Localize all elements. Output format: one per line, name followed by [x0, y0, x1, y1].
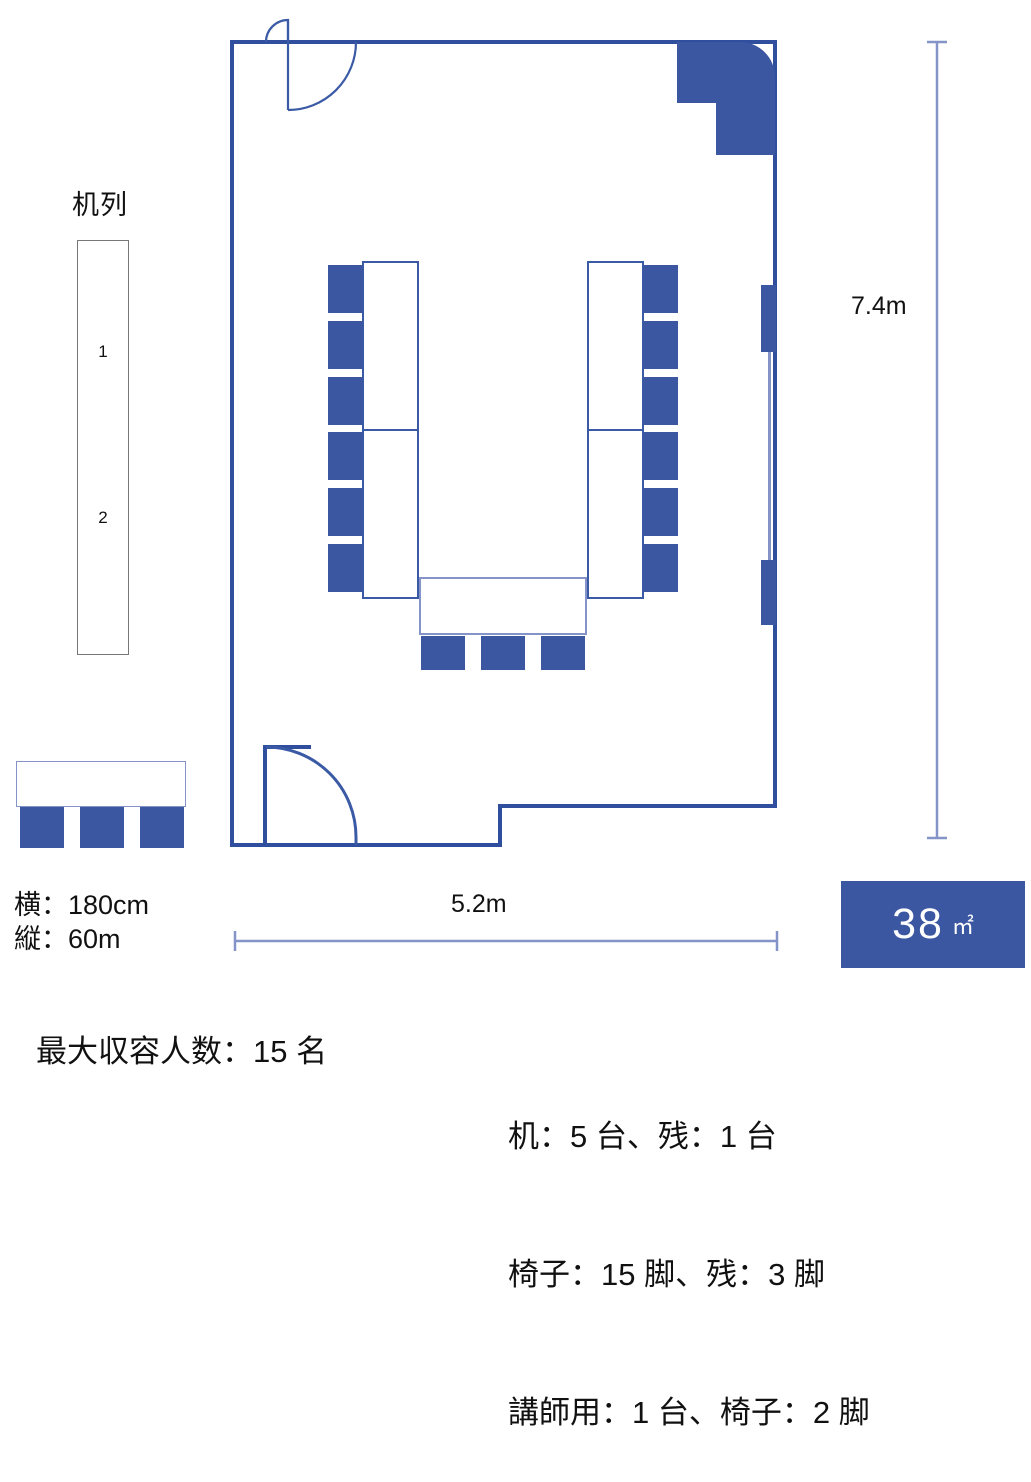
- inventory-line-instructor: 講師用：1 台、椅子：2 脚: [508, 1395, 870, 1430]
- legend-row-label-1: 1: [98, 342, 108, 361]
- top-left-door-icon: [264, 18, 358, 112]
- area-value: 38: [892, 900, 944, 948]
- desk: [587, 261, 644, 431]
- legend-row-label-2: 2: [98, 508, 108, 527]
- chair: [328, 544, 363, 592]
- vertical-dimension-label: 7.4m: [851, 292, 907, 320]
- chair: [643, 265, 678, 313]
- desk-row-legend-box: 1 2: [77, 240, 129, 655]
- floorplan-diagram: [230, 18, 947, 951]
- right-wall-pillar-upper: [761, 285, 776, 352]
- sample-desk-icon: [16, 761, 186, 807]
- area-badge: 38 ㎡: [841, 881, 1025, 968]
- sample-chair-icon: [80, 807, 124, 848]
- desk-width-label: 横：180cm: [14, 890, 150, 920]
- chair: [328, 321, 363, 369]
- chair: [328, 265, 363, 313]
- desk: [362, 261, 419, 431]
- inventory-summary: 机：5 台、残：1 台 椅子：15 脚、残：3 脚 講師用：1 台、椅子：2 脚: [508, 1022, 870, 1482]
- legend-title: 机列: [72, 190, 128, 220]
- room-outline: [230, 40, 777, 847]
- chair: [643, 488, 678, 536]
- max-capacity-label: 最大収容人数：15 名: [36, 1034, 328, 1069]
- chair: [643, 432, 678, 480]
- horizontal-dimension-label: 5.2m: [451, 890, 507, 918]
- vertical-dimension-line: [927, 40, 947, 840]
- chair: [328, 432, 363, 480]
- inventory-line-chairs: 椅子：15 脚、残：3 脚: [508, 1257, 825, 1292]
- chair: [421, 636, 465, 670]
- left-desk-column: [328, 261, 419, 599]
- area-unit: ㎡: [951, 913, 974, 939]
- chair: [328, 488, 363, 536]
- desk: [419, 577, 587, 635]
- horizontal-dimension-line: [233, 931, 779, 951]
- desk-sample-legend: [16, 761, 186, 849]
- right-wall-window-icon: [768, 352, 771, 560]
- desk-depth-label: 縦：60m: [14, 924, 121, 954]
- chair: [481, 636, 525, 670]
- top-right-wall-block: [677, 42, 775, 155]
- desk-dimension-labels: 横：180cm 縦：60m: [14, 888, 149, 956]
- desk: [587, 429, 644, 599]
- inventory-line-desks: 机：5 台、残：1 台: [508, 1119, 777, 1154]
- chair: [328, 377, 363, 425]
- sample-chair-icon: [140, 807, 184, 848]
- right-desk-column: [587, 261, 678, 599]
- chair: [643, 544, 678, 592]
- bottom-left-door-icon: [263, 745, 358, 845]
- sample-chair-icon: [20, 807, 64, 848]
- chair: [643, 377, 678, 425]
- instructor-desk-group: [419, 577, 587, 670]
- desk: [362, 429, 419, 599]
- chair: [643, 321, 678, 369]
- chair: [541, 636, 585, 670]
- right-wall-segments: [761, 285, 776, 625]
- right-wall-pillar-lower: [761, 560, 776, 625]
